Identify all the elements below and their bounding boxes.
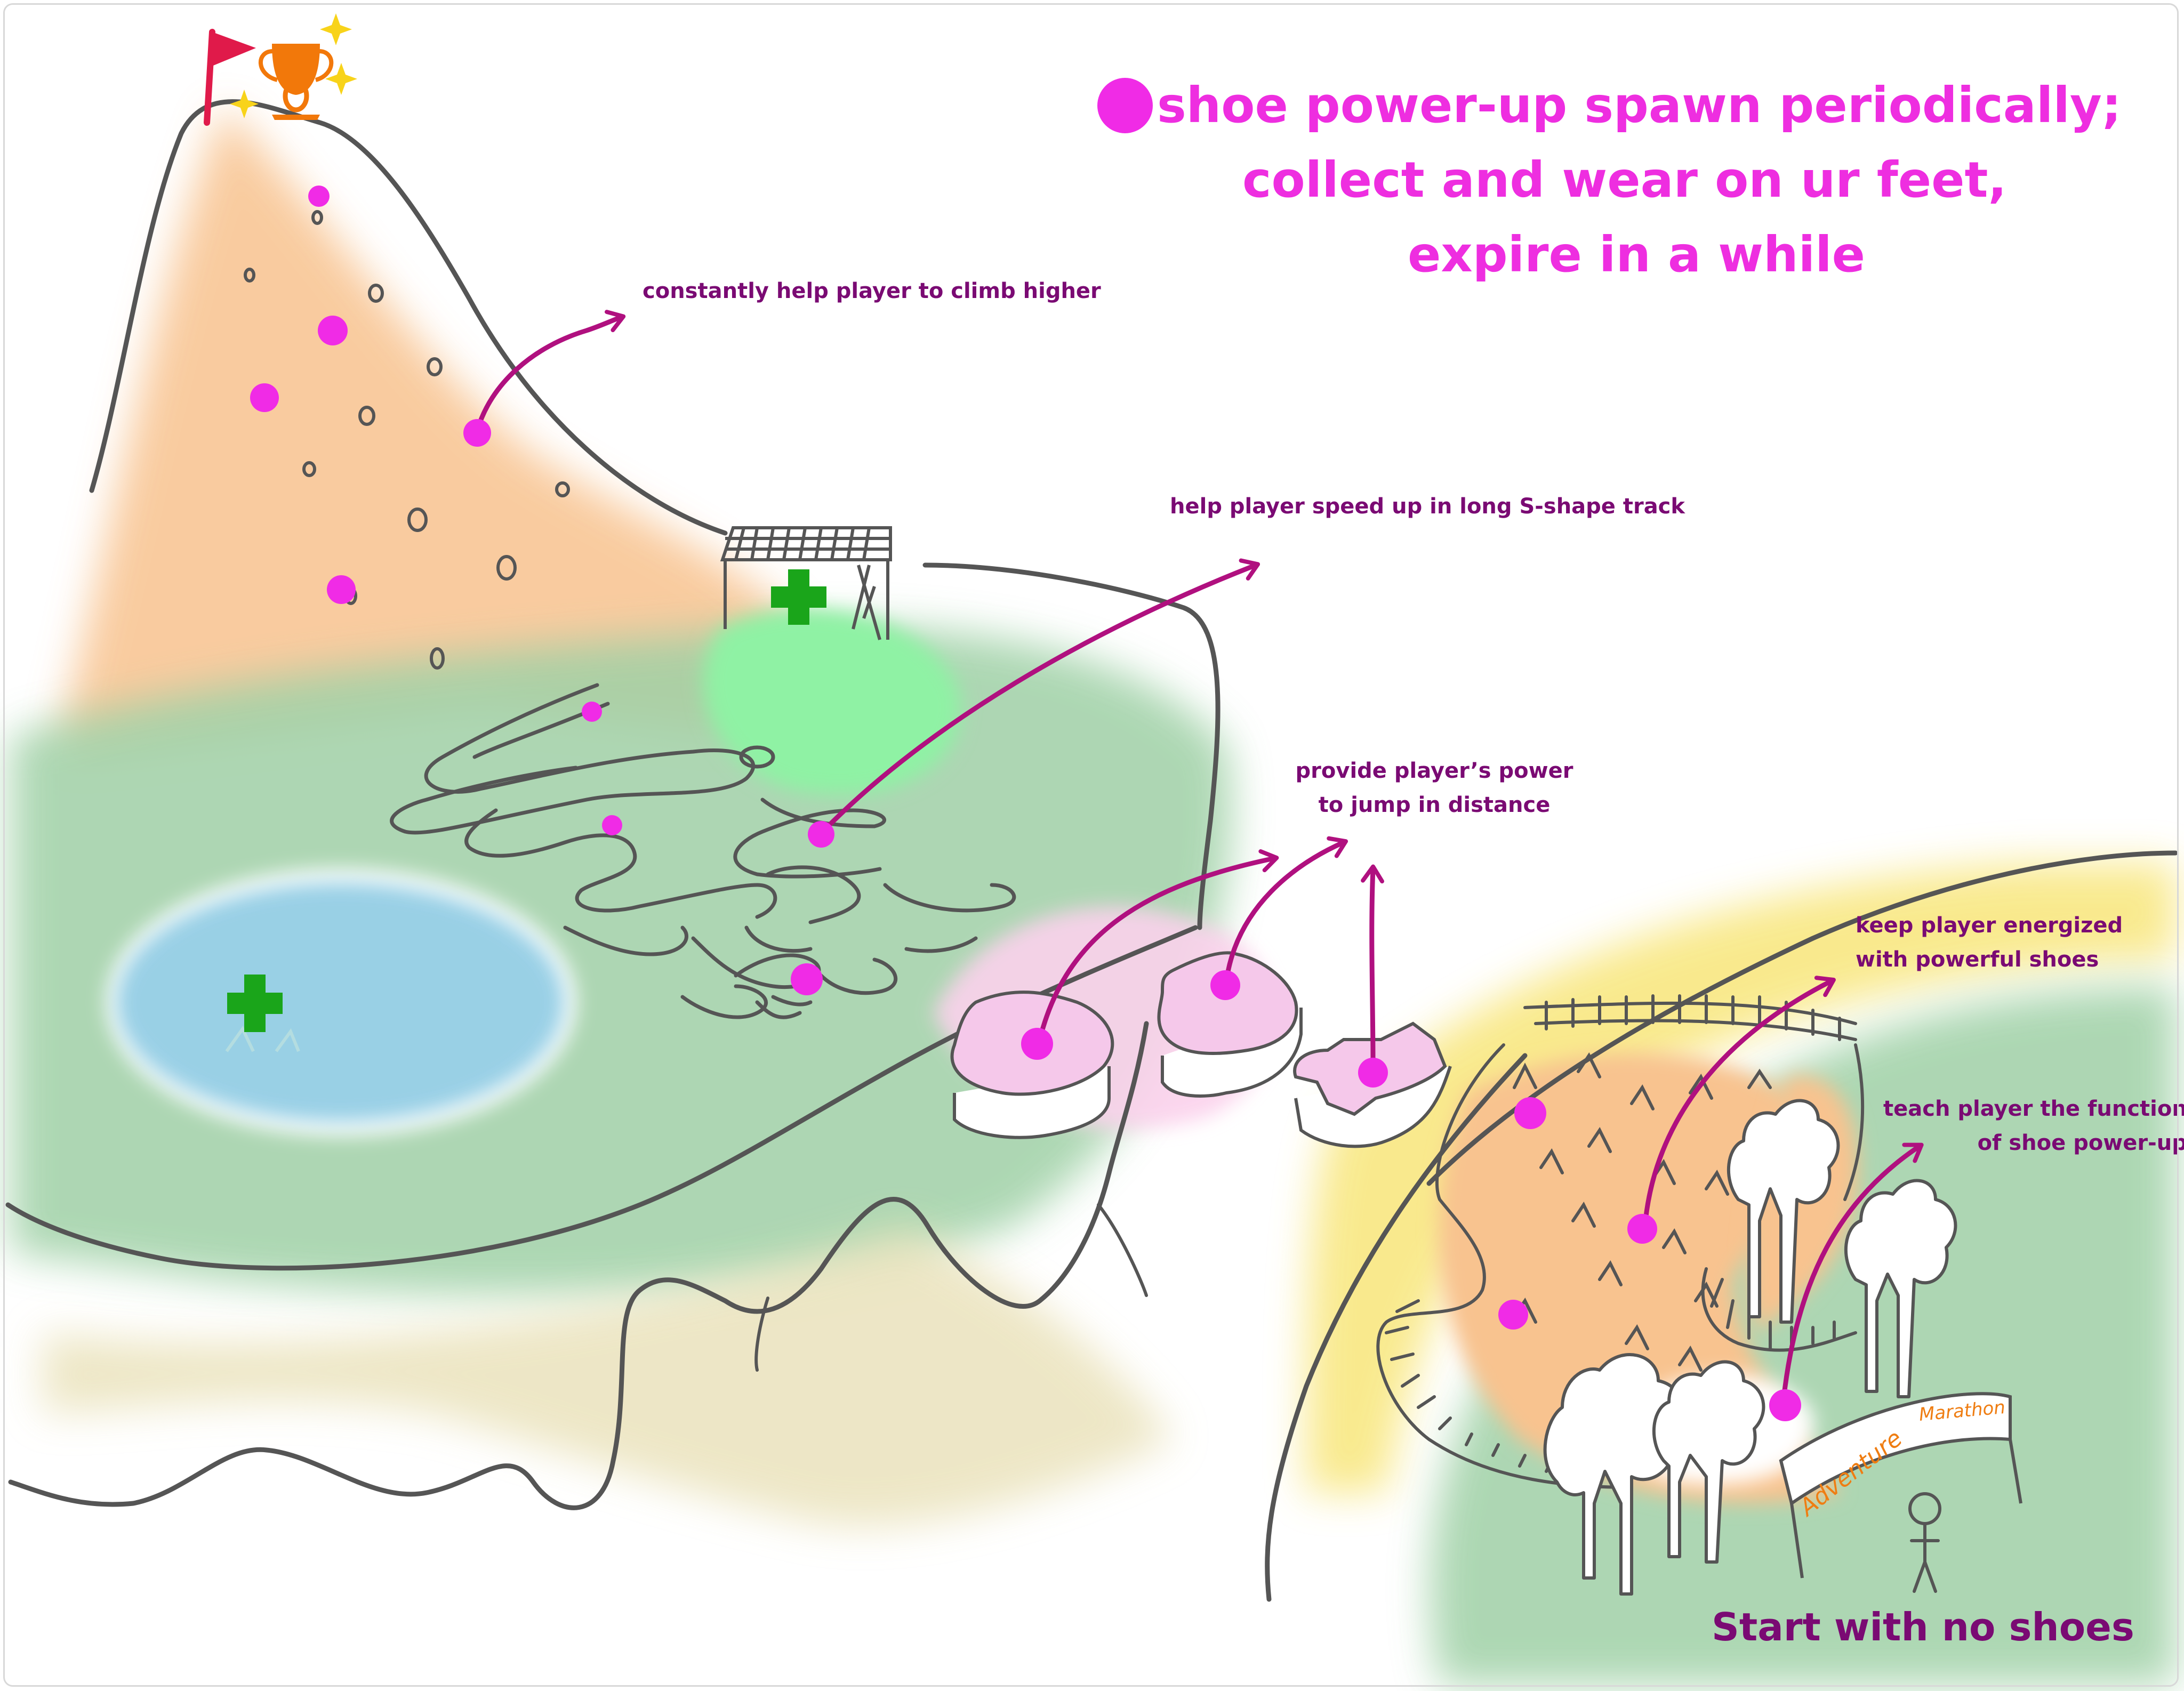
- shoe-powerup-icon: [582, 702, 602, 722]
- annotation-teach: teach player the function of shoe power-…: [1883, 1092, 2184, 1160]
- shoe-powerup-icon: [463, 419, 491, 447]
- tree: [1543, 1353, 1685, 1596]
- fenced-path: [1376, 994, 1865, 1489]
- legend-line-3: expire in a while: [1408, 226, 1866, 283]
- annotation-climb: constantly help player to climb higher: [643, 279, 1101, 303]
- annotation-energize-line-1: keep player energized: [1856, 913, 2123, 938]
- flag-icon: [204, 29, 256, 126]
- tree: [1844, 1179, 1957, 1398]
- trees: [1543, 1099, 1957, 1596]
- stick-figure-player-icon: [1908, 1492, 1941, 1593]
- tree: [1727, 1099, 1840, 1324]
- shoe-powerup-icon: [808, 821, 834, 848]
- legend-line-2: collect and wear on ur feet,: [1242, 151, 2007, 208]
- stone-2: [1157, 951, 1298, 1055]
- sparkle-icon: [230, 13, 357, 118]
- shoe-powerup-icon: [327, 575, 356, 604]
- health-cross-icon: [771, 569, 826, 625]
- annotation-energize-line-2: with powerful shoes: [1856, 947, 2099, 972]
- shoe-powerup-icon: [1358, 1058, 1388, 1088]
- health-cross-icon: [227, 975, 283, 1032]
- annotation-jump: provide player’s power to jump in distan…: [1269, 754, 1600, 822]
- annotation-jump-line-2: to jump in distance: [1318, 793, 1551, 817]
- shoe-powerup-icon: [1514, 1097, 1546, 1129]
- annotation-jump-line-1: provide player’s power: [1295, 759, 1573, 783]
- shoe-powerup-icon: [318, 316, 348, 345]
- shoe-powerup-icon: [1210, 970, 1240, 1000]
- shoe-powerup-icon: [250, 383, 279, 412]
- goal-net: [720, 526, 892, 640]
- trophy-icon: [258, 44, 334, 120]
- shoe-powerup-icon: [1627, 1214, 1657, 1244]
- legend-powerup-dot: [1097, 78, 1153, 133]
- start-label: Start with no shoes: [1712, 1605, 2134, 1649]
- start-banner: [1779, 1392, 2022, 1579]
- annotation-teach-line-1: teach player the function: [1883, 1097, 2184, 1121]
- s-shape-track: [390, 683, 1016, 1019]
- tree: [1652, 1360, 1765, 1564]
- lake: [107, 869, 576, 1136]
- annotation-teach-line-2: of shoe power-up: [1977, 1131, 2184, 1155]
- shoe-powerup-icon: [602, 815, 622, 835]
- shoe-powerup-icon: [1498, 1300, 1528, 1330]
- shoe-powerup-icon: [791, 963, 823, 995]
- mountain-outline: [89, 99, 728, 536]
- legend-line-1: shoe power-up spawn periodically;: [1157, 77, 2122, 134]
- shoe-powerup-icon: [1769, 1389, 1801, 1421]
- shoe-powerup-icon: [1021, 1028, 1053, 1060]
- shoe-powerup-icon: [308, 186, 330, 207]
- annotation-speed: help player speed up in long S-shape tra…: [1170, 494, 1685, 519]
- arrows: [475, 310, 1924, 1402]
- annotation-energize: keep player energized with powerful shoe…: [1856, 908, 2123, 977]
